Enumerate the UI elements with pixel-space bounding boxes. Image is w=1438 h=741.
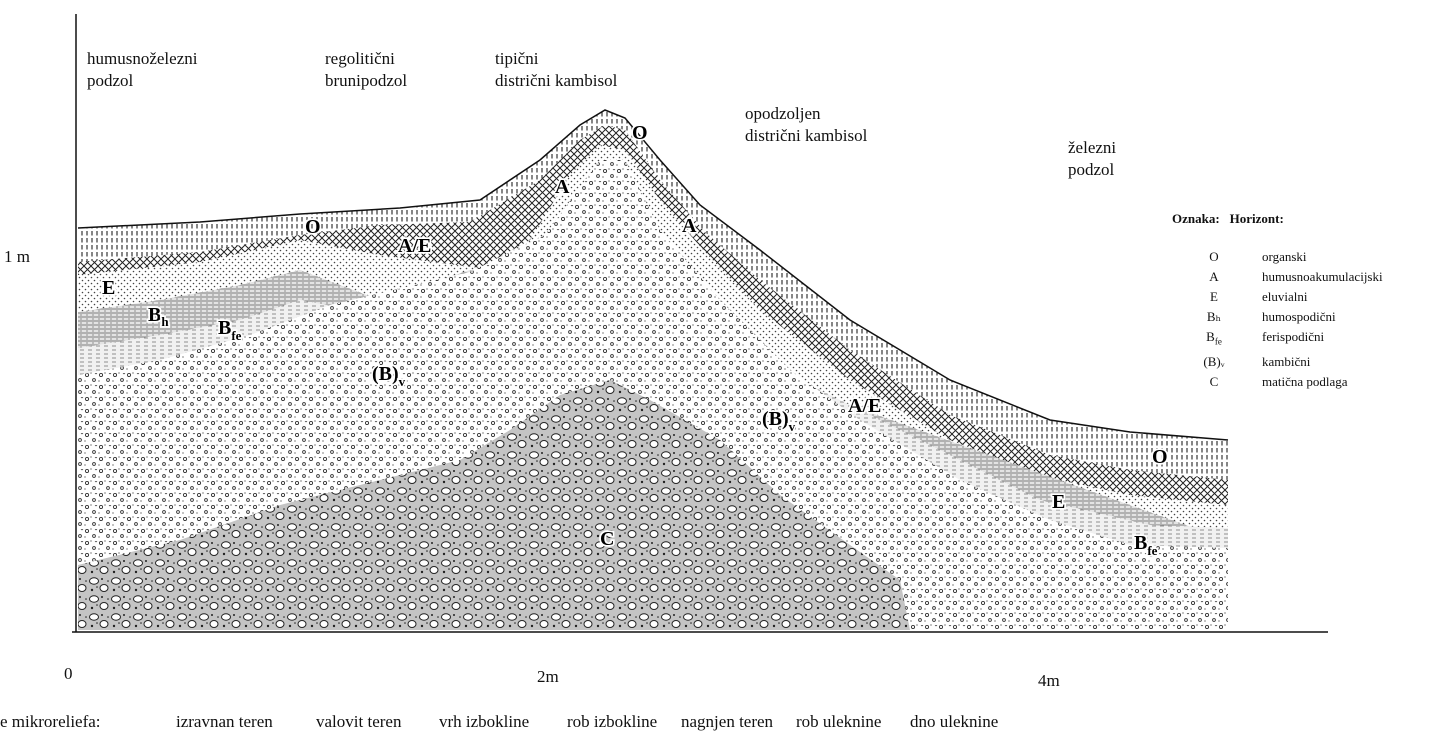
legend-name: eluvialni — [1244, 288, 1383, 308]
legend-code: Bfe — [1172, 328, 1244, 353]
microrelief-item: izravnan teren — [176, 712, 316, 732]
label-o-peak: O — [632, 122, 648, 144]
profile-4-line1: opodzoljen — [745, 103, 867, 125]
profile-5-line1: železni — [1068, 137, 1116, 159]
label-o-left: O — [305, 216, 321, 238]
microrelief-item: dno uleknine — [910, 712, 1020, 732]
microrelief-item: vrh izbokline — [439, 712, 567, 732]
legend-name: ferispodični — [1244, 328, 1383, 353]
legend-name: organski — [1244, 248, 1383, 268]
legend-name: kambični — [1244, 353, 1383, 373]
label-a-left: A — [555, 176, 570, 198]
legend-code: (B)ᵥ — [1172, 353, 1244, 373]
legend-name: humusnoakumulacijski — [1244, 268, 1383, 288]
legend-name: humospodični — [1244, 308, 1383, 328]
label-e-left: E — [102, 277, 115, 299]
microrelief-item: valovit teren — [316, 712, 439, 732]
legend-code: A — [1172, 268, 1244, 288]
microrelief-item: rob uleknine — [796, 712, 910, 732]
legend-code: E — [1172, 288, 1244, 308]
profile-3-line2: distrični kambisol — [495, 70, 617, 92]
profile-label-3: tipični distrični kambisol — [495, 48, 617, 92]
profile-1-line2: podzol — [87, 70, 197, 92]
legend-code: C — [1172, 373, 1244, 393]
label-ae-left: A/E — [398, 235, 431, 257]
microrelief-item: nagnjen teren — [681, 712, 796, 732]
profile-2-line1: regolitični — [325, 48, 407, 70]
label-a-right: A — [682, 215, 697, 237]
label-o-right: O — [1152, 446, 1168, 468]
profile-4-line2: distrični kambisol — [745, 125, 867, 147]
legend-name: matična podlaga — [1244, 373, 1383, 393]
x-tick-2m: 2m — [537, 667, 559, 687]
microrelief-item: rob izbokline — [567, 712, 681, 732]
label-e-right: E — [1052, 491, 1065, 513]
label-ae-right: A/E — [848, 395, 881, 417]
microrelief-row: e mikroreliefa: izravnan teren valovit t… — [0, 712, 1020, 732]
profile-label-2: regolitični brunipodzol — [325, 48, 407, 92]
legend-code: Bₕ — [1172, 308, 1244, 328]
profile-label-1: humusnoželezni podzol — [87, 48, 197, 92]
y-axis-label: 1 m — [4, 247, 30, 267]
profile-3-line1: tipični — [495, 48, 617, 70]
legend-code: O — [1172, 248, 1244, 268]
legend-header-name: Horizont: — [1230, 211, 1284, 227]
microrelief-prefix: e mikroreliefa: — [0, 712, 176, 732]
x-tick-0: 0 — [64, 664, 73, 684]
profile-1-line1: humusnoželezni — [87, 48, 197, 70]
label-c: C — [600, 528, 614, 550]
profile-5-line2: podzol — [1068, 159, 1116, 181]
legend-header: Oznaka: Horizont: — [1172, 211, 1383, 227]
legend-header-code: Oznaka: — [1172, 211, 1220, 227]
x-tick-4m: 4m — [1038, 671, 1060, 691]
profile-label-4: opodzoljen distrični kambisol — [745, 103, 867, 147]
profile-label-5: železni podzol — [1068, 137, 1116, 181]
profile-2-line2: brunipodzol — [325, 70, 407, 92]
